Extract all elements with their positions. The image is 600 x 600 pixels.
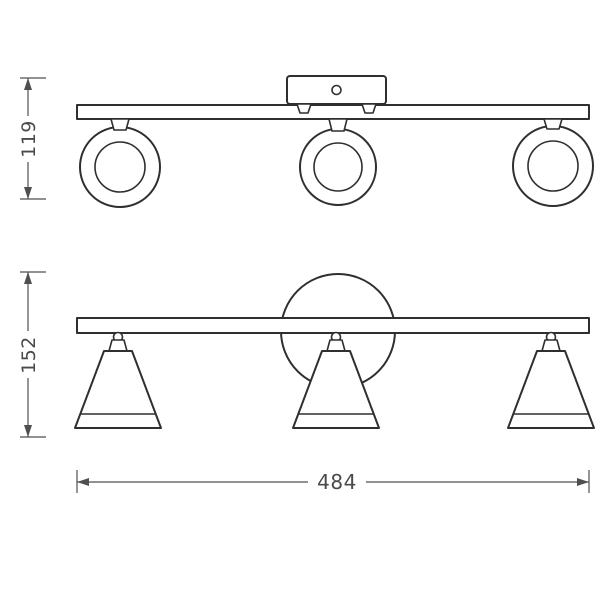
yoke-neck — [326, 339, 346, 352]
arrowhead-up — [24, 78, 32, 90]
dimension-overall-width: 484 — [76, 470, 590, 494]
swivel-stem — [110, 118, 130, 131]
dimension-side-height: 152 — [18, 271, 46, 438]
front-view — [76, 75, 594, 208]
cone-shade — [507, 350, 595, 429]
cone-shade — [74, 350, 162, 429]
swivel-stem — [543, 118, 563, 130]
spotlight-inner-ring — [313, 142, 363, 192]
yoke-neck — [541, 339, 561, 352]
screw-hole — [331, 84, 342, 96]
side-view — [74, 273, 595, 429]
track-bar-front — [76, 104, 590, 120]
dimension-value-overall-width: 484 — [317, 470, 357, 494]
mounting-tab-left — [296, 103, 312, 114]
cone-shade — [292, 350, 380, 429]
arrowhead-down — [24, 187, 32, 199]
arrowhead-right — [577, 478, 589, 486]
spotlight-side-left — [74, 331, 162, 429]
arrowhead-up — [24, 272, 32, 284]
spotlight-front-right — [512, 118, 594, 207]
spotlight-inner-ring — [527, 140, 579, 192]
arrowhead-left — [77, 478, 89, 486]
spotlight-front-center — [299, 118, 377, 206]
swivel-stem — [328, 118, 348, 132]
yoke-neck — [108, 339, 128, 352]
spotlight-inner-ring — [94, 141, 146, 193]
track-bar-side — [76, 317, 590, 334]
mounting-tab-right — [361, 103, 377, 114]
arrowhead-down — [24, 425, 32, 437]
dimension-value-front-height: 119 — [18, 120, 40, 158]
spotlight-side-right — [507, 331, 595, 429]
spotlight-front-left — [79, 118, 161, 208]
spotlight-side-center — [292, 331, 380, 429]
dimension-front-height: 119 — [18, 77, 46, 200]
dimension-value-side-height: 152 — [18, 336, 40, 374]
